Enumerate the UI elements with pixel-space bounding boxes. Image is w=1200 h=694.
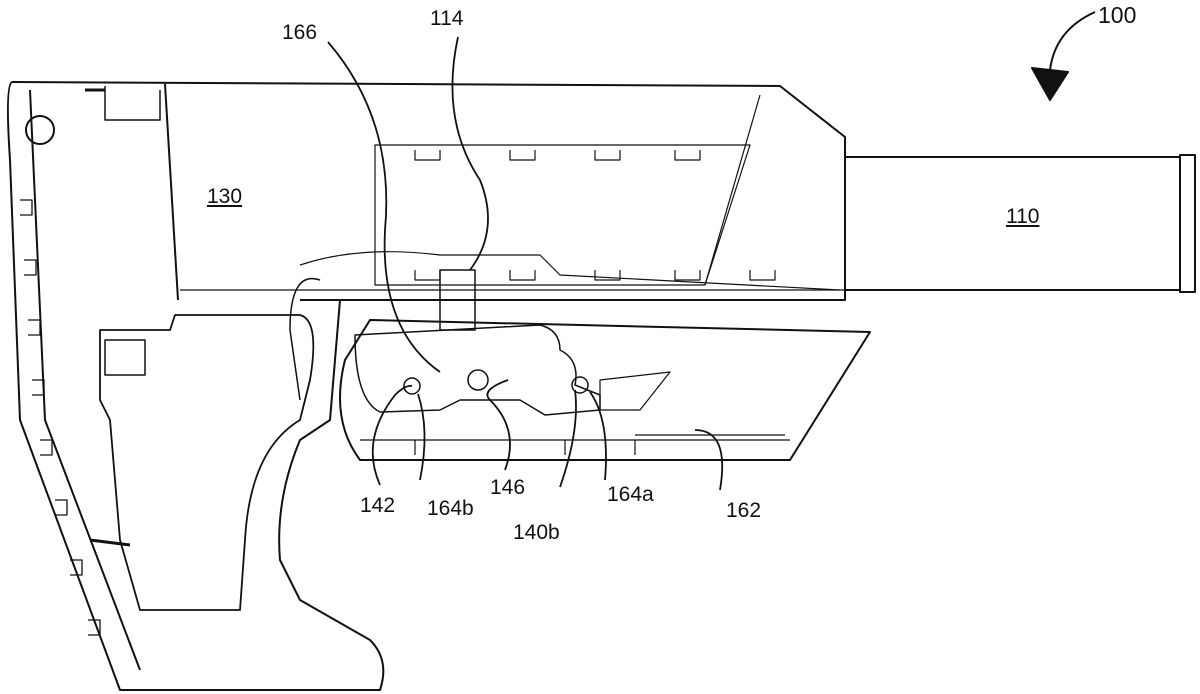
housing-130: [11, 81, 846, 301]
label-100: 100: [1098, 2, 1137, 28]
latch-140b: [354, 269, 601, 416]
stock-body: [6, 81, 385, 691]
label-164a: 164a: [607, 483, 654, 506]
label-166: 166: [282, 21, 318, 44]
label-146: 146: [490, 476, 526, 499]
label-110: 110: [1006, 205, 1040, 228]
label-140b: 140b: [513, 521, 560, 544]
label-142: 142: [360, 494, 396, 517]
label-164b: 164b: [427, 497, 474, 520]
leader-lines: [327, 36, 724, 491]
ref-arrow-100: [1031, 11, 1096, 101]
label-130: 130: [207, 185, 243, 208]
label-114: 114: [430, 7, 464, 30]
label-162: 162: [726, 499, 762, 522]
